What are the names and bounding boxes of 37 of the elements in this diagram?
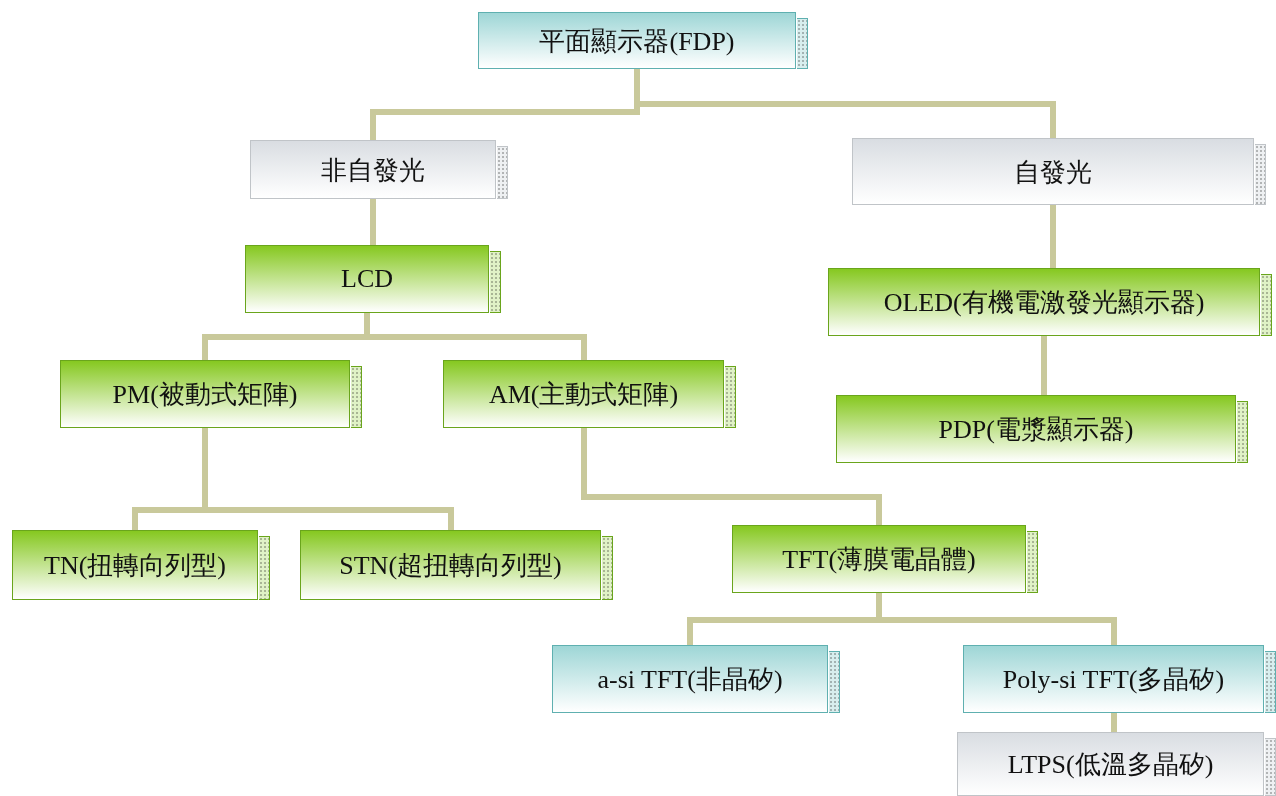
box-label: STN(超扭轉向列型) — [338, 549, 563, 582]
box-label: 平面顯示器(FDP) — [538, 25, 736, 57]
category-box — [443, 360, 736, 428]
box-label: LCD — [340, 264, 394, 294]
category-box — [250, 140, 508, 199]
connector-line — [1041, 336, 1047, 395]
box-label: PM(被動式矩陣) — [111, 378, 299, 411]
category-box — [852, 138, 1266, 205]
connector-line — [581, 428, 882, 525]
connector-line — [364, 313, 587, 360]
connector-line — [876, 593, 1117, 645]
connector-line — [202, 428, 454, 530]
box-label: LTPS(低溫多晶矽) — [1006, 748, 1215, 781]
connector-line — [1050, 205, 1056, 268]
box-label: OLED(有機電激發光顯示器) — [882, 286, 1206, 319]
category-box — [963, 645, 1276, 713]
box-label: 非自發光 — [320, 154, 426, 186]
connector-line — [370, 199, 376, 245]
category-box — [245, 245, 501, 313]
box-label: Poly-si TFT(多晶矽) — [1001, 663, 1226, 696]
box-label: PDP(電漿顯示器) — [937, 413, 1135, 446]
category-box — [828, 268, 1272, 336]
category-box — [478, 12, 808, 69]
connector-line — [1111, 713, 1117, 732]
category-box — [60, 360, 362, 428]
box-label: 自發光 — [1013, 156, 1093, 188]
box-label: TN(扭轉向列型) — [43, 549, 227, 582]
category-box — [300, 530, 613, 600]
category-box — [552, 645, 840, 713]
category-box — [732, 525, 1038, 593]
category-box — [12, 530, 270, 600]
box-label: AM(主動式矩陣) — [487, 378, 680, 411]
box-label: a-si TFT(非晶矽) — [596, 663, 784, 696]
category-box — [957, 732, 1276, 796]
category-box — [836, 395, 1248, 463]
box-label: TFT(薄膜電晶體) — [781, 543, 977, 576]
connector-line — [634, 69, 1056, 138]
